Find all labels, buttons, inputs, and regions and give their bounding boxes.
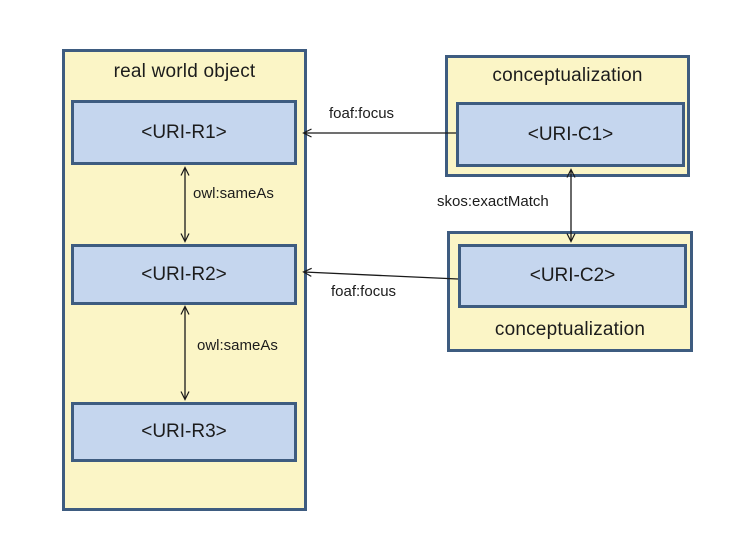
- node-uri-r1: <URI-R1>: [71, 100, 297, 165]
- group-title-real-world-object: real world object: [113, 61, 256, 82]
- edge-foaf-focus-2: [302, 267, 459, 280]
- node-uri-r3: <URI-R3>: [71, 402, 297, 462]
- node-uri-r2: <URI-R2>: [71, 244, 297, 305]
- group-title-conceptualization-1: conceptualization: [492, 65, 643, 86]
- edge-label-foaf-focus-2: foaf:focus: [331, 283, 397, 300]
- node-uri-c2: <URI-C2>: [458, 244, 687, 308]
- edge-label-foaf-focus-1: foaf:focus: [329, 105, 395, 122]
- node-uri-c1: <URI-C1>: [456, 102, 685, 167]
- edge-label-owl-sameas-1: owl:sameAs: [193, 185, 274, 202]
- edge-label-skos-exactmatch: skos:exactMatch: [437, 193, 549, 210]
- edge-label-owl-sameas-2: owl:sameAs: [197, 337, 278, 354]
- group-title-conceptualization-2: conceptualization: [494, 319, 646, 340]
